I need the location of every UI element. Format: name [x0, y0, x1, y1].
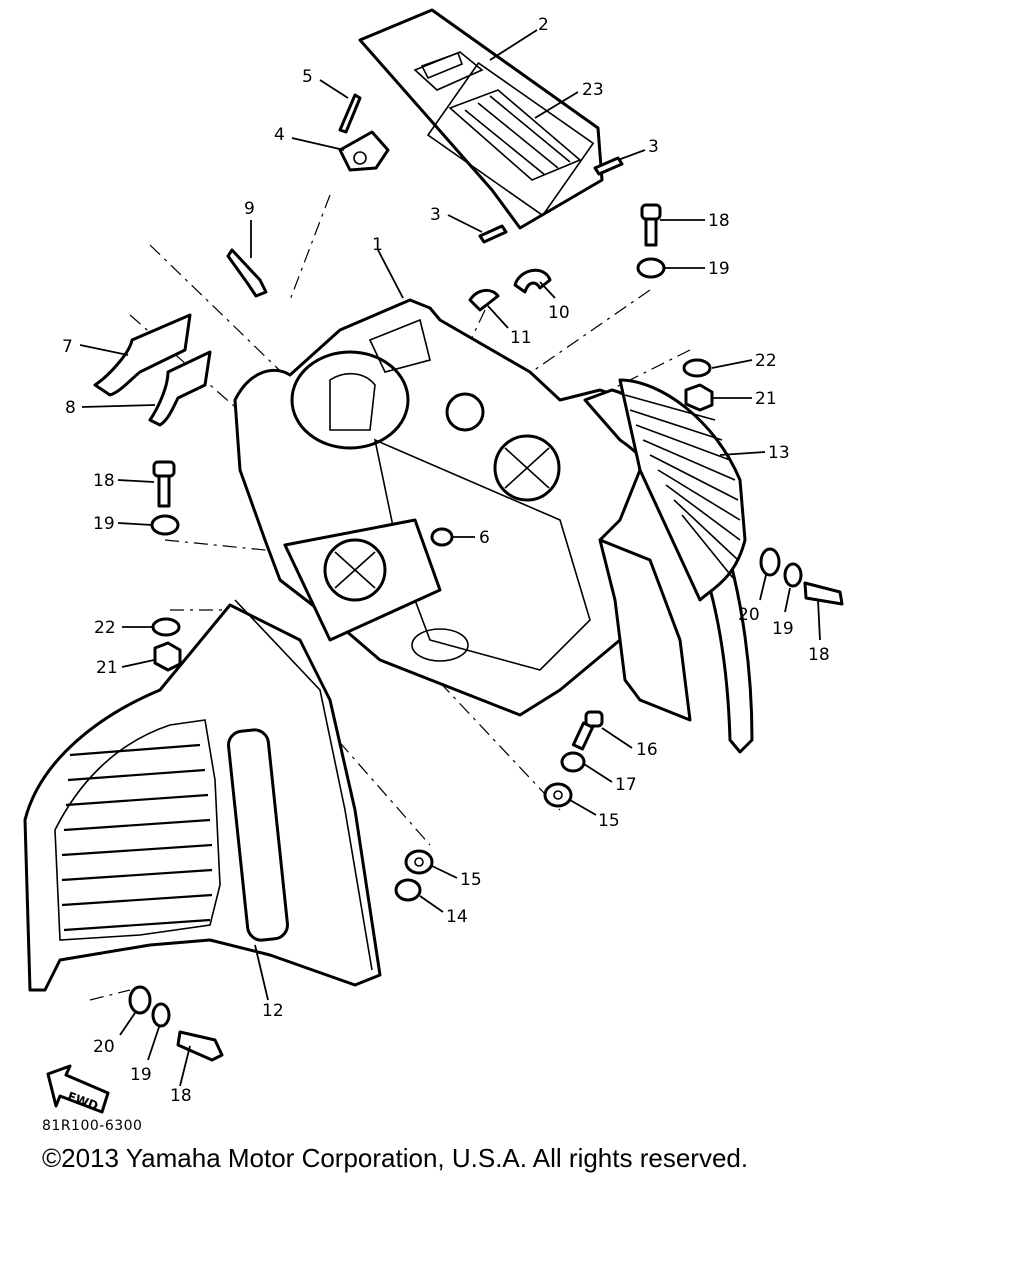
- callout-23: 23: [582, 80, 604, 100]
- part-1-front-body: [233, 298, 642, 717]
- part-16-screw: [571, 710, 604, 751]
- part-20-washer-right: [759, 547, 781, 577]
- callout-17: 17: [615, 775, 637, 795]
- part-5-pin: [338, 93, 362, 134]
- part-14-nut: [394, 878, 422, 902]
- callout-9: 9: [244, 199, 255, 219]
- fwd-arrow-icon: FWD: [46, 1064, 110, 1114]
- part-18-bolt-top: [640, 203, 662, 247]
- part-3-pin-left: [478, 224, 508, 244]
- part-19-washer-top: [636, 257, 666, 279]
- callout-21-left: 21: [96, 658, 118, 678]
- callout-8: 8: [65, 398, 76, 418]
- callout-16: 16: [636, 740, 658, 760]
- callout-labels: 2 23 5 4 3 3 9 18 19 1 10 11 7 8 22 21 1…: [62, 15, 830, 1106]
- callout-1: 1: [372, 235, 383, 255]
- part-9-rivet: [226, 248, 268, 298]
- callout-11: 11: [510, 328, 532, 348]
- part-17-washer: [560, 751, 586, 773]
- callout-22-left: 22: [94, 618, 116, 638]
- callout-19-right: 19: [772, 619, 794, 639]
- part-13-right-panel: [583, 378, 754, 754]
- callout-19-bottom: 19: [130, 1065, 152, 1085]
- part-12-left-panel: [23, 599, 382, 992]
- callout-12: 12: [262, 1001, 284, 1021]
- part-18-bolt-bottom: [176, 1030, 224, 1062]
- callout-3-left: 3: [430, 205, 441, 225]
- part-15-grommet-left: [404, 849, 434, 875]
- callout-5: 5: [302, 67, 313, 87]
- copyright-notice: ©2013 Yamaha Motor Corporation, U.S.A. A…: [42, 1143, 749, 1173]
- leader-lines: [79, 29, 821, 1087]
- callout-19-top: 19: [708, 259, 730, 279]
- part-15-grommet-right: [543, 782, 573, 808]
- part-19-washer-left: [150, 514, 180, 536]
- callout-14: 14: [446, 907, 468, 927]
- exploded-parts-diagram: FWD 2: [23, 8, 844, 1114]
- callout-7: 7: [62, 337, 73, 357]
- callout-20-right: 20: [738, 605, 760, 625]
- part-22-nut-right: [682, 358, 712, 378]
- part-6-grommet: [430, 527, 454, 547]
- part-18-bolt-left: [152, 460, 176, 508]
- part-8-bracket: [148, 350, 212, 427]
- callout-21-right: 21: [755, 389, 777, 409]
- part-3-pin-right: [593, 156, 624, 176]
- part-21-nut-right: [684, 383, 714, 412]
- callout-22-right: 22: [755, 351, 777, 371]
- part-18-bolt-right: [803, 581, 844, 606]
- part-22-nut-left: [151, 617, 181, 637]
- callout-3-right: 3: [648, 137, 659, 157]
- part-23-pad: [448, 89, 582, 181]
- callout-20-bottom: 20: [93, 1037, 115, 1057]
- part-11-cap: [468, 289, 500, 312]
- part-20-washer-bottom: [128, 985, 152, 1015]
- callout-4: 4: [274, 125, 285, 145]
- callout-18-bottom: 18: [170, 1086, 192, 1106]
- part-10-cap: [513, 269, 552, 294]
- callout-19-left: 19: [93, 514, 115, 534]
- part-7-bracket: [93, 313, 192, 397]
- callout-13: 13: [768, 443, 790, 463]
- callout-6: 6: [479, 528, 490, 548]
- callout-18-right: 18: [808, 645, 830, 665]
- callout-18-left: 18: [93, 471, 115, 491]
- callout-10: 10: [548, 303, 570, 323]
- left-panel-louvers: [61, 743, 213, 932]
- callout-2: 2: [538, 15, 549, 35]
- part-19-washer-right: [783, 562, 803, 588]
- part-4-clip: [338, 130, 390, 172]
- part-2-seat-cover: [358, 8, 604, 230]
- callout-15-left: 15: [460, 870, 482, 890]
- catalog-code: 81R100-6300: [42, 1118, 143, 1134]
- part-19-washer-bottom: [151, 1002, 171, 1028]
- callout-18-top: 18: [708, 211, 730, 231]
- right-panel-louvers: [624, 394, 741, 579]
- callout-15-right: 15: [598, 811, 620, 831]
- part-21-nut-left: [153, 641, 182, 672]
